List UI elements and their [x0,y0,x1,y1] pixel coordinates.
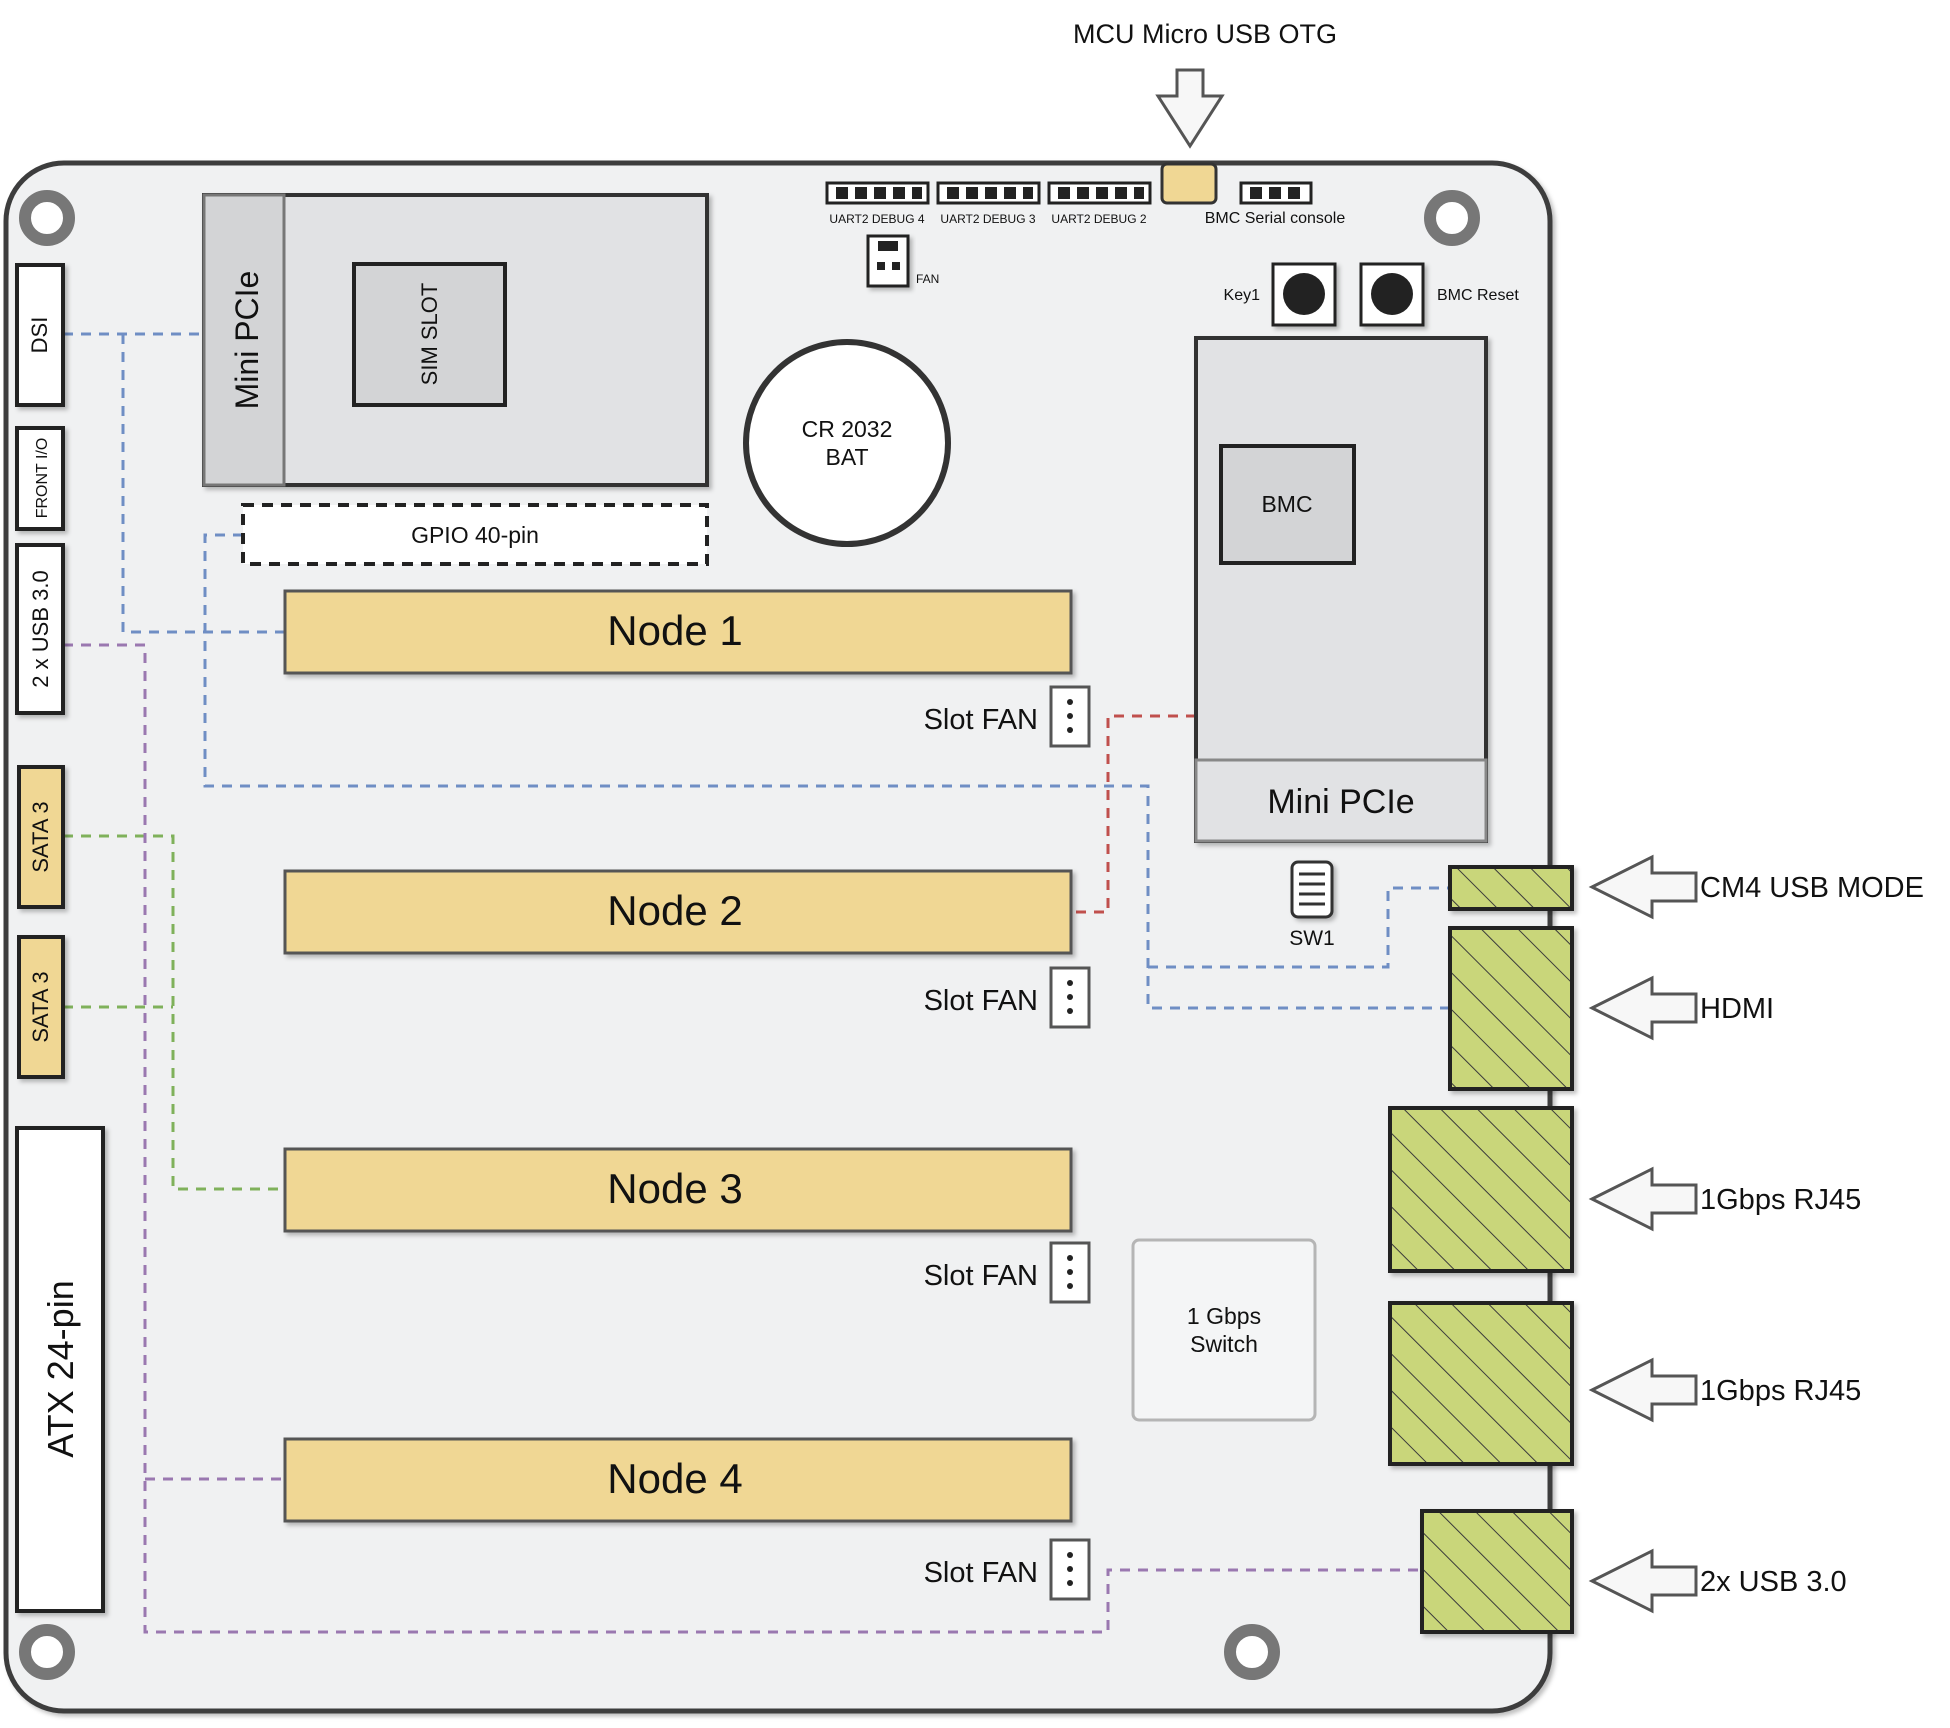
mini-pcie-label: Mini PCIe [229,271,265,410]
mini-pcie-slot: Mini PCIe SIM SLOT [202,193,709,487]
uart2-debug-4-header [825,181,930,205]
bmc-mini-pcie-label: Mini PCIe [1267,783,1414,821]
gpio-hdmi-link-line [203,533,1450,1010]
slot-fan: Slot FAN [924,1241,1091,1304]
bmc-node2-link-line [1072,714,1196,914]
bmc-reset-button[interactable] [1359,262,1425,327]
port-arrow-icon [1588,1166,1698,1232]
node-label: Node 2 [607,887,742,934]
sata-connector: SATA 3 [17,935,65,1079]
node-slot: Node 3 [283,1147,1073,1233]
node-slot: Node 4 [283,1437,1073,1523]
cr2032-battery: CR 2032 BAT [743,339,951,547]
front-io-label: FRONT I/O [34,438,51,519]
sw1-label: SW1 [1289,927,1335,950]
slot-fan: Slot FAN [924,966,1091,1029]
mcu-usb-otg-label: MCU Micro USB OTG [1073,19,1337,49]
rj45-label: 1Gbps RJ45 [1700,1184,1861,1216]
sata-label: SATA 3 [28,801,53,872]
switch-label-line1: 1 Gbps [1187,1303,1261,1329]
mounting-hole [19,1624,75,1680]
uart2-debug-3-label: UART2 DEBUG 3 [940,212,1035,226]
cm4-usb-mode-port [1448,865,1574,911]
node-label: Node 3 [607,1165,742,1212]
atx-24-pin-label: ATX 24-pin [40,1280,81,1457]
key1-button[interactable] [1271,262,1337,327]
mounting-holes [19,190,1480,1680]
slot-fan: Slot FAN [924,1538,1091,1601]
switch-label-line2: Switch [1190,1331,1258,1357]
node-slot: Node 1 [283,589,1073,675]
rj45-port [1388,1301,1574,1466]
usb-link-line [63,643,1422,1634]
cm4-usb-mode-label: CM4 USB MODE [1700,872,1924,904]
node-label: Node 4 [607,1455,742,1502]
usb-mode-link-line [1148,886,1450,969]
node-slot: Node 2 [283,869,1073,955]
sata-connector: SATA 3 [17,765,65,909]
bmc-serial-console-label: BMC Serial console [1205,210,1346,227]
right-ports [1388,865,1574,1634]
uart2-debug-4-label: UART2 DEBUG 4 [829,212,924,226]
fan-label: FAN [916,272,939,286]
uart2-debug-2-label: UART2 DEBUG 2 [1051,212,1146,226]
key1-label: Key1 [1224,287,1261,304]
battery-label-line2: BAT [825,444,868,470]
uart2-debug-2-header [1047,181,1152,205]
bmc-mini-pcie-module: Mini PCIe BMC [1194,336,1488,843]
bmc-serial-console-header [1239,181,1313,205]
uart-headers: UART2 DEBUG 4 UART2 DEBUG 3 UART2 DEBUG … [825,181,1346,227]
slot-fan-label: Slot FAN [924,704,1038,736]
mounting-hole [1224,1624,1280,1680]
sata-label: SATA 3 [28,971,53,1042]
port-arrow-icon [1588,1548,1698,1614]
port-arrow-icon [1588,975,1698,1041]
dsi-link-line [63,332,285,634]
front-io-connector: FRONT I/O [15,426,65,531]
slot-fan-label: Slot FAN [924,1260,1038,1292]
mounting-hole [1424,190,1480,246]
dsi-label: DSI [27,317,52,354]
bmc-chip-label: BMC [1261,491,1312,517]
otg-arrow-icon [1155,68,1225,149]
rj45-port [1388,1106,1574,1273]
usb-3-port [1420,1509,1574,1634]
port-arrow-icon [1588,854,1698,920]
hdmi-label: HDMI [1700,993,1774,1025]
left-connectors: DSI FRONT I/O 2 x USB 3.0 SATA 3 SATA 3 … [15,263,105,1613]
port-arrow-icon [1588,1357,1698,1423]
sw1-switch[interactable] [1290,860,1334,919]
rj45-label: 1Gbps RJ45 [1700,1375,1861,1407]
atx-24-pin-connector: ATX 24-pin [15,1126,105,1613]
slot-fan: Slot FAN [924,685,1091,748]
usb-3-port-label: 2x USB 3.0 [1700,1566,1847,1598]
fan-header: FAN [866,234,939,288]
usb-3-label: 2 x USB 3.0 [28,570,53,687]
battery-label-line1: CR 2032 [802,416,893,442]
bmc-reset-label: BMC Reset [1437,287,1519,304]
gpio-40-pin-header: GPIO 40-pin [241,503,709,566]
node-label: Node 1 [607,607,742,654]
sim-slot [352,262,507,407]
sata-link-line [63,834,285,1191]
bmc-chip [1219,444,1356,565]
sim-slot-label: SIM SLOT [417,283,442,386]
slot-fan-label: Slot FAN [924,985,1038,1017]
hdmi-port [1448,926,1574,1091]
mcu-usb-otg-port [1160,162,1218,205]
dsi-connector: DSI [15,263,65,407]
mounting-hole [19,190,75,246]
uart2-debug-3-header [936,181,1041,205]
usb-3-connector: 2 x USB 3.0 [15,543,65,715]
gbps-switch-chip: 1 Gbps Switch [1131,1238,1317,1422]
slot-fan-label: Slot FAN [924,1557,1038,1589]
gpio-label: GPIO 40-pin [411,522,539,548]
